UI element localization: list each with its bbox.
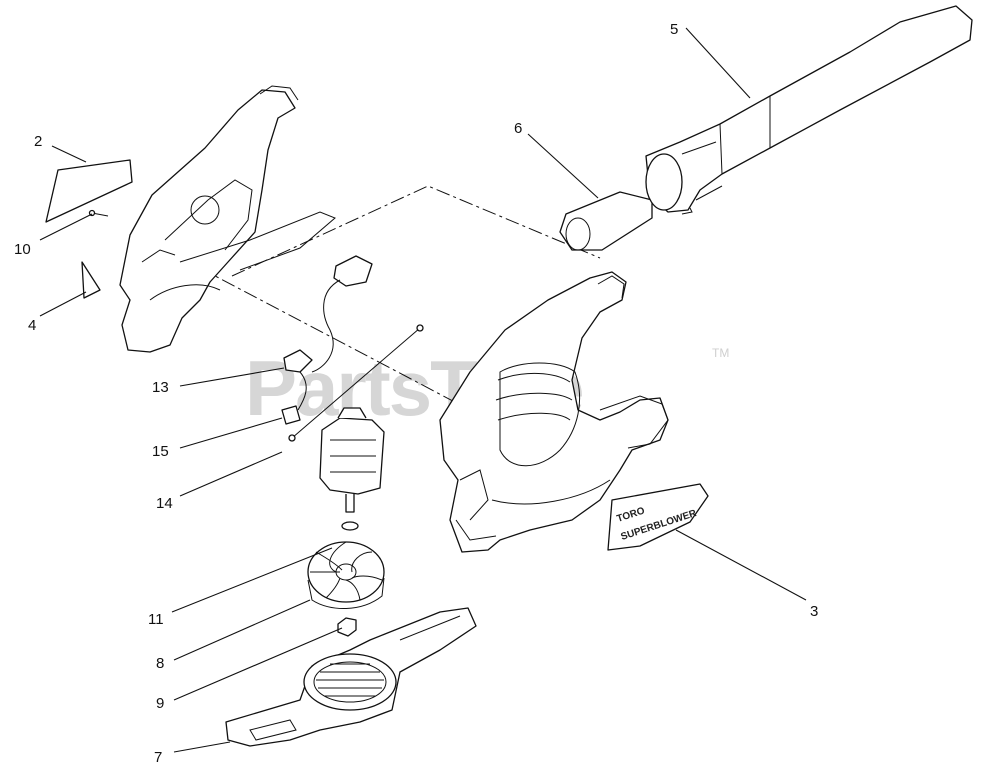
callout-14: 14: [156, 495, 173, 512]
callout-6: 6: [514, 120, 522, 137]
callout-15: 15: [152, 443, 169, 460]
part-10-screw[interactable]: [88, 209, 109, 217]
callout-2: 2: [34, 133, 42, 150]
callout-10: 10: [14, 241, 31, 258]
washer[interactable]: [341, 521, 359, 531]
part-3-superblower-decal[interactable]: TORO SUPERBLOWER: [607, 483, 709, 551]
part-14-lead-wire[interactable]: [288, 324, 424, 442]
part-6-short-nozzle[interactable]: [559, 191, 653, 251]
leader-lines: [39, 27, 807, 753]
callout-7: 7: [154, 749, 162, 766]
assembly-line-lower: [199, 267, 471, 411]
callout-4: 4: [28, 317, 36, 334]
callout-11: 11: [148, 611, 164, 628]
watermark-trademark: TM: [712, 346, 729, 360]
part-4-small-decal[interactable]: [81, 261, 101, 299]
part-8-nut[interactable]: [337, 617, 357, 637]
callout-3: 3: [810, 603, 818, 620]
motor-assembly[interactable]: [319, 407, 385, 513]
part-2-decal[interactable]: [45, 159, 133, 223]
part-15-terminal[interactable]: [281, 405, 301, 425]
part-13-switch-wire[interactable]: [283, 255, 373, 411]
part-11-impeller[interactable]: [307, 541, 385, 610]
left-housing-half[interactable]: [119, 85, 336, 353]
right-housing-half[interactable]: [439, 271, 669, 553]
part-5-blower-tube[interactable]: [645, 5, 973, 215]
part-7-lower-housing[interactable]: [225, 607, 477, 747]
assembly-line-upper: [231, 185, 601, 277]
callout-8: 8: [156, 655, 164, 672]
callout-13: 13: [152, 379, 169, 396]
callout-9: 9: [156, 695, 164, 712]
callout-5: 5: [670, 21, 678, 38]
